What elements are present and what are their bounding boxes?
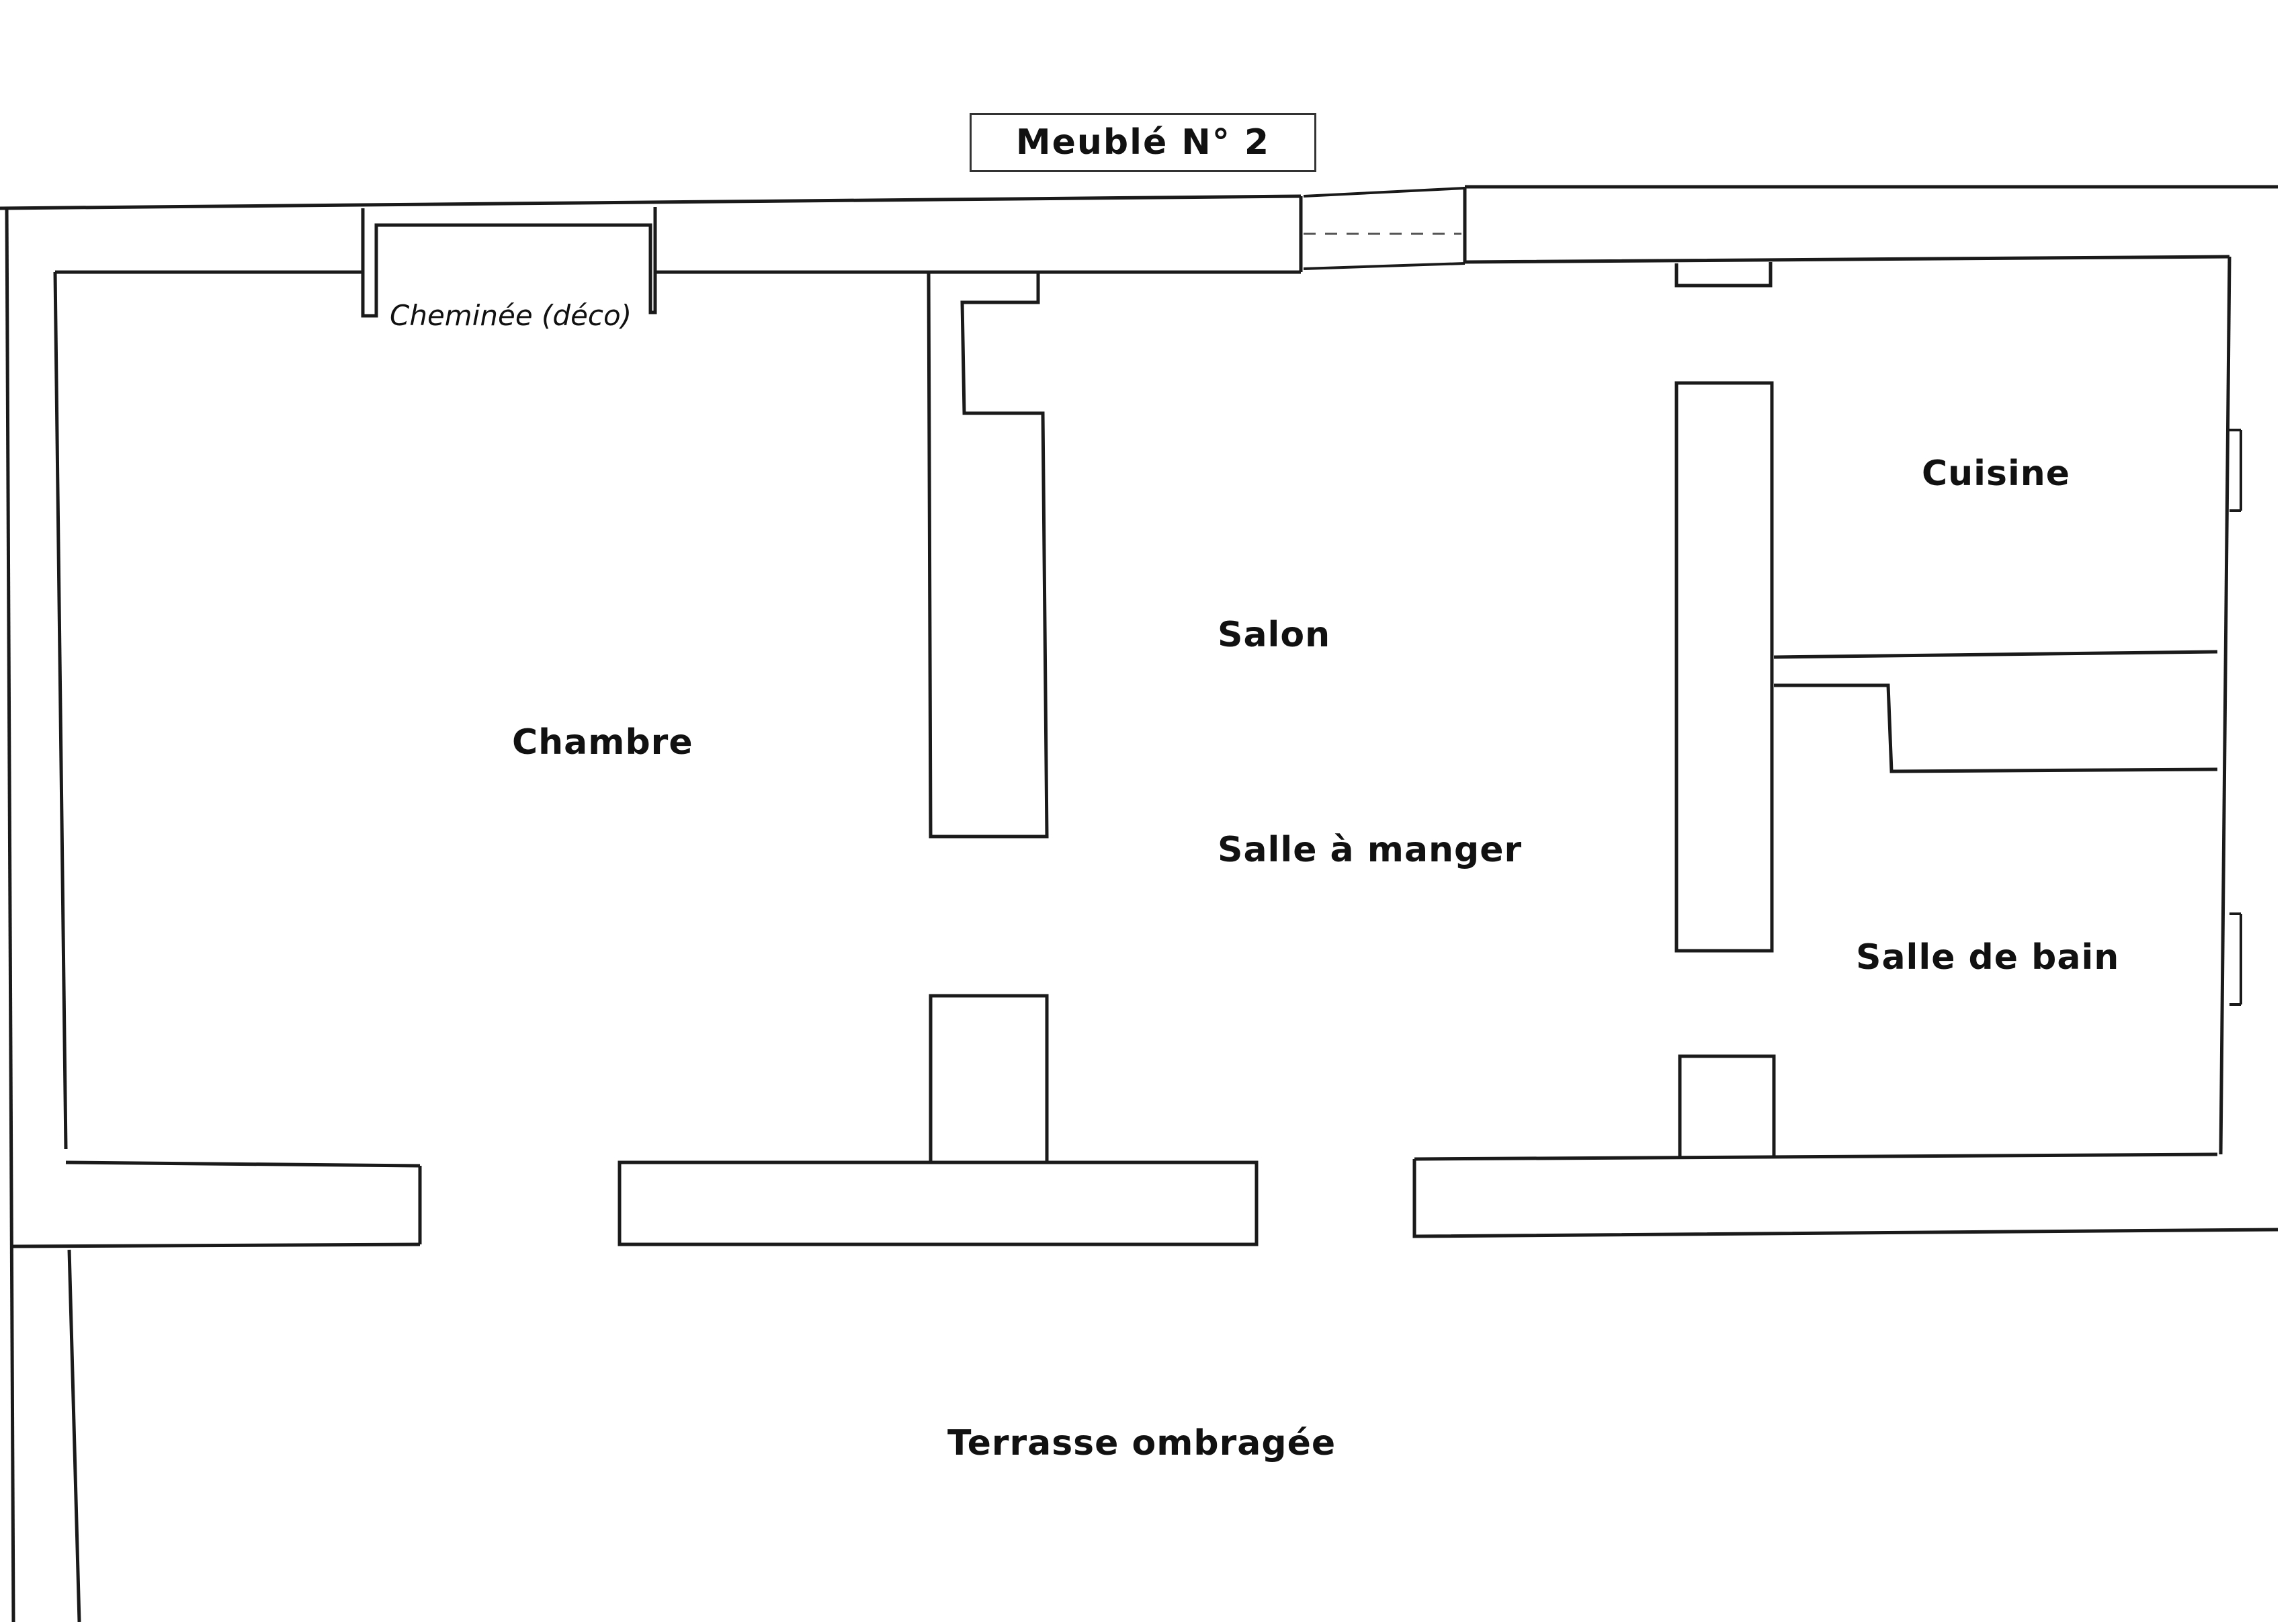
room-label-cuisine: Cuisine [1922,454,2071,494]
fireplace-label: Cheminée (déco) [390,299,632,332]
bottom-wall-middle [618,994,1259,1246]
room-label-salle-de-bain: Salle de bain [1856,937,2120,978]
partition-salon-kitchen [1674,262,1774,953]
partition-kitchen-bath [1773,650,2218,773]
top-wall [0,185,2278,274]
fireplace [361,207,657,318]
top-window [1303,187,1465,270]
room-label-salle-a-manger: Salle à manger [1218,830,1523,870]
partition-chambre-salon [927,271,1049,839]
room-label-chambre: Chambre [512,722,693,763]
title-box: Meublé N° 2 [970,113,1316,172]
bottom-wall-right [1412,1054,2279,1238]
right-wall [2219,256,2242,1155]
page-title: Meublé N° 2 [1015,122,1271,163]
room-label-salon: Salon [1218,615,1331,655]
room-label-terrasse: Terrasse ombragée [947,1423,1336,1463]
left-wall [5,208,422,1622]
